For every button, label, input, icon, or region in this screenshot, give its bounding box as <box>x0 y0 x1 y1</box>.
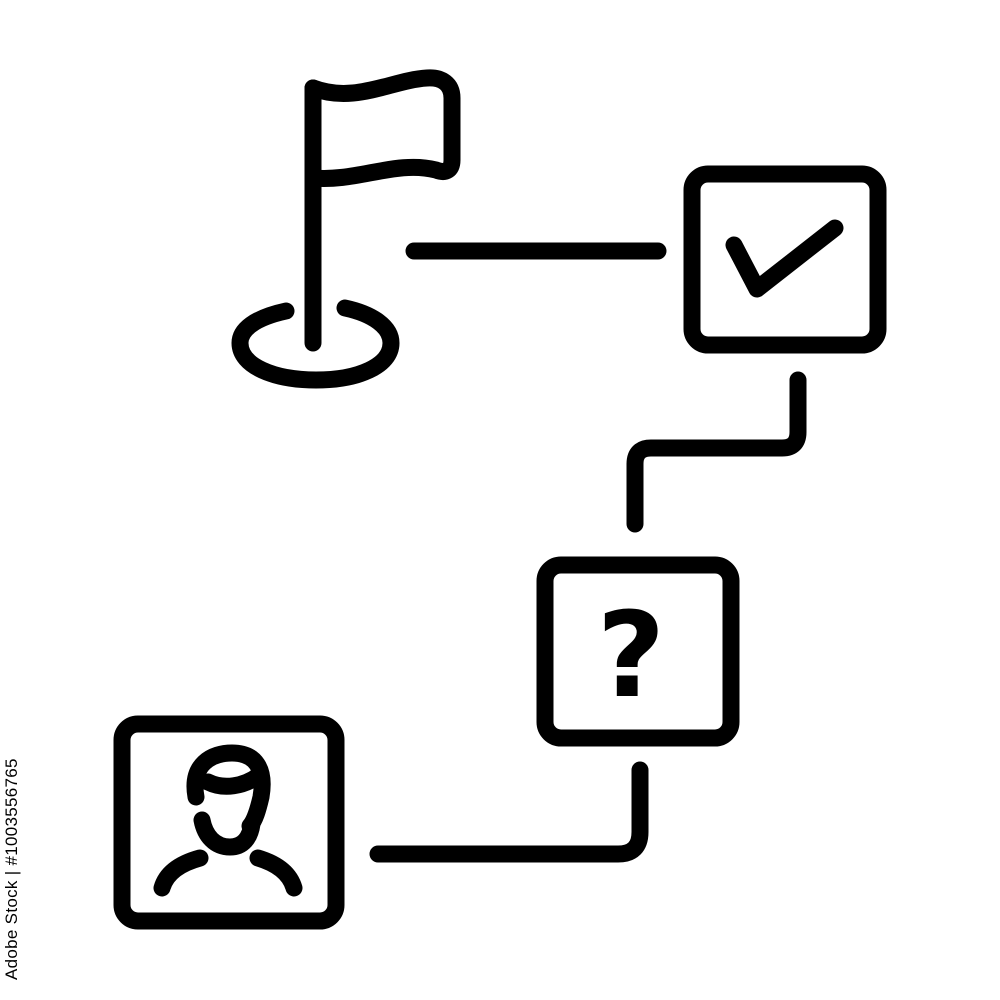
question-box-icon: ? <box>536 556 740 747</box>
checkmark-icon <box>725 219 844 298</box>
user-profile-box-icon <box>113 715 345 930</box>
question-mark-symbol: ? <box>597 586 665 724</box>
checkmark-box-icon <box>683 165 887 354</box>
flag-cloth <box>304 69 461 187</box>
user-shoulder-left <box>153 849 209 897</box>
question-box-frame <box>536 556 740 747</box>
flow-icon-strokes: ? <box>113 69 887 930</box>
checkmark-box-frame <box>683 165 887 354</box>
connector-check-to-question <box>626 371 807 533</box>
watermark-text: Adobe Stock | #1003556765 <box>2 758 21 980</box>
user-hair-line <box>199 767 267 795</box>
user-shoulder-right <box>249 849 303 897</box>
hole-ring <box>231 299 400 389</box>
connector-question-to-user <box>369 761 649 863</box>
flag-in-hole-icon <box>231 69 461 389</box>
user-head <box>186 744 271 856</box>
user-box-frame <box>113 715 345 930</box>
